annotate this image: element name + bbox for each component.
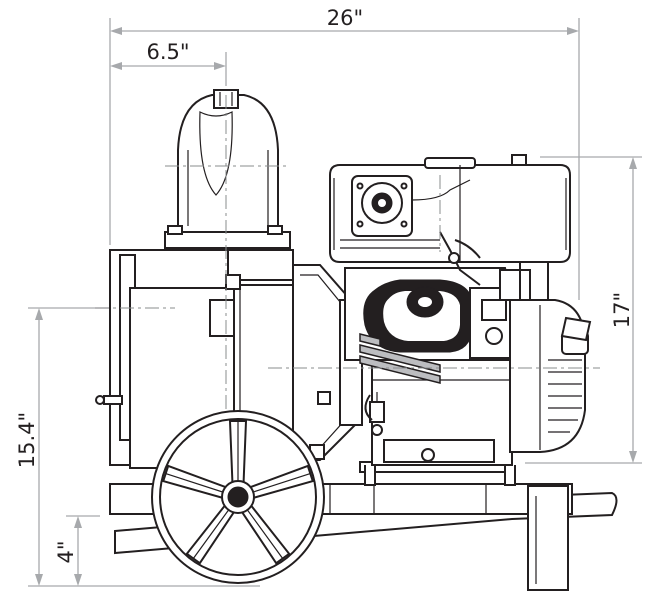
- dim-engine-height-label: 17": [610, 292, 634, 328]
- dim-base-height: 4": [54, 516, 82, 586]
- dim-engine-height: 17": [610, 157, 637, 463]
- engine: [329, 154, 592, 486]
- wheel: [151, 410, 325, 584]
- dim-base-height-label: 4": [54, 540, 78, 563]
- centerlines: [95, 95, 600, 470]
- dim-overall-height: 15.4": [15, 308, 43, 586]
- dim-suction-offset: 6.5": [110, 40, 226, 70]
- dim-overall-length-label: 26": [327, 6, 363, 30]
- dim-overall-length: 26": [110, 6, 579, 35]
- dimension-lines: 26" 6.5" 17" 15.4" 4": [15, 6, 642, 587]
- dim-overall-height-label: 15.4": [15, 412, 39, 468]
- dim-suction-offset-label: 6.5": [146, 40, 189, 64]
